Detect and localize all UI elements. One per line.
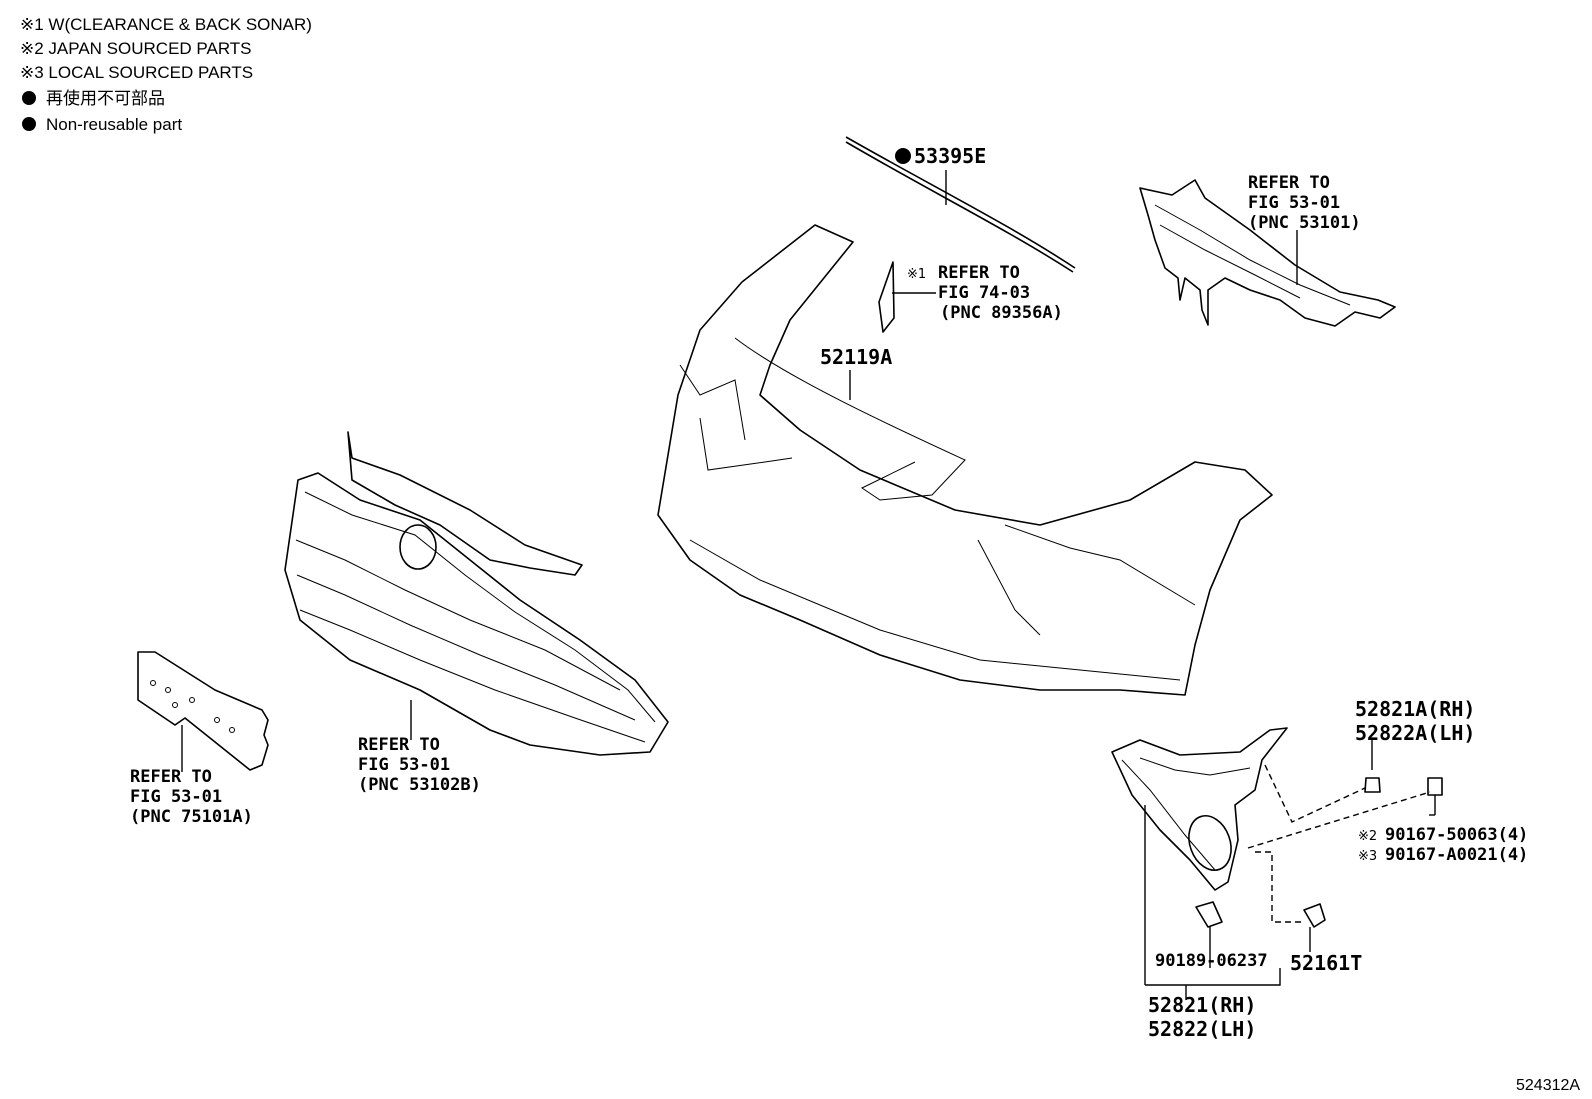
reinforcement-ref-line-3[interactable]: (PNC 53101) <box>1248 213 1361 233</box>
non-reusable-bullet-icon <box>22 91 36 105</box>
grille-ref-line-2[interactable]: FIG 53-01 <box>358 755 450 775</box>
non-reusable-bullet-icon <box>895 148 911 164</box>
cover-upper-lh-callout[interactable]: 52822A(LH) <box>1355 721 1475 745</box>
bumper-cover-callout[interactable]: 52119A <box>820 345 892 369</box>
legend: ※1 W(CLEARANCE & BACK SONAR) ※2 JAPAN SO… <box>20 15 312 134</box>
bumper-cover-part[interactable] <box>657 224 1273 696</box>
reinforcement-ref-line-2[interactable]: FIG 53-01 <box>1248 193 1340 213</box>
retainer-leader <box>1255 851 1304 923</box>
clip-callout[interactable]: 90189-06237 <box>1155 951 1268 971</box>
bumper-reinforcement-part[interactable] <box>1139 179 1396 327</box>
cover-lower-bracket <box>1145 968 1281 986</box>
screw-japan-callout[interactable]: 90167-50063(4) <box>1385 825 1528 845</box>
plate-ref-line-1[interactable]: REFER TO <box>130 767 212 787</box>
diagram-id: 524312A <box>1516 1077 1580 1094</box>
sensor-ref-line-1[interactable]: REFER TO <box>938 263 1020 283</box>
screw-leader <box>1264 764 1366 823</box>
legend-line-2: ※2 JAPAN SOURCED PARTS <box>20 39 252 58</box>
cover-lower-lh-callout[interactable]: 52822(LH) <box>1148 1017 1256 1041</box>
legend-line-1: ※1 W(CLEARANCE & BACK SONAR) <box>20 15 312 34</box>
sensor-ref-line-3[interactable]: (PNC 89356A) <box>940 303 1063 323</box>
grille-ref-line-3[interactable]: (PNC 53102B) <box>358 775 481 795</box>
retainer-part[interactable] <box>1303 903 1326 952</box>
license-plate-bracket-part[interactable] <box>137 651 269 772</box>
sensor-mark: ※1 <box>907 267 926 282</box>
plate-ref-line-2[interactable]: FIG 53-01 <box>130 787 222 807</box>
cover-upper-rh-callout[interactable]: 52821A(RH) <box>1355 697 1475 721</box>
non-reusable-bullet-icon <box>22 117 36 131</box>
cover-lower-rh-callout[interactable]: 52821(RH) <box>1148 993 1256 1017</box>
legend-line-4: 再使用不可部品 <box>46 88 165 108</box>
legend-line-3: ※3 LOCAL SOURCED PARTS <box>20 63 253 82</box>
reinforcement-ref-line-1[interactable]: REFER TO <box>1248 173 1330 193</box>
molding-callout[interactable]: 53395E <box>914 144 986 168</box>
sensor-ref-line-2[interactable]: FIG 74-03 <box>938 283 1030 303</box>
sonar-sensor-part[interactable] <box>878 261 936 333</box>
screw-leader <box>1247 791 1431 849</box>
clip-part[interactable] <box>1195 901 1223 968</box>
fog-lamp-cover-part[interactable] <box>1111 727 1288 985</box>
radiator-grille-part[interactable] <box>284 431 669 756</box>
screw-local-callout[interactable]: 90167-A0021(4) <box>1385 845 1528 865</box>
retainer-callout[interactable]: 52161T <box>1290 951 1362 975</box>
plate-ref-line-3[interactable]: (PNC 75101A) <box>130 807 253 827</box>
screw-local-mark: ※3 <box>1358 849 1377 864</box>
screw-part[interactable] <box>1364 740 1443 816</box>
screw-japan-mark: ※2 <box>1358 829 1377 844</box>
grille-ref-line-1[interactable]: REFER TO <box>358 735 440 755</box>
molding-part[interactable] <box>845 136 1076 273</box>
legend-line-5: Non-reusable part <box>46 115 182 134</box>
